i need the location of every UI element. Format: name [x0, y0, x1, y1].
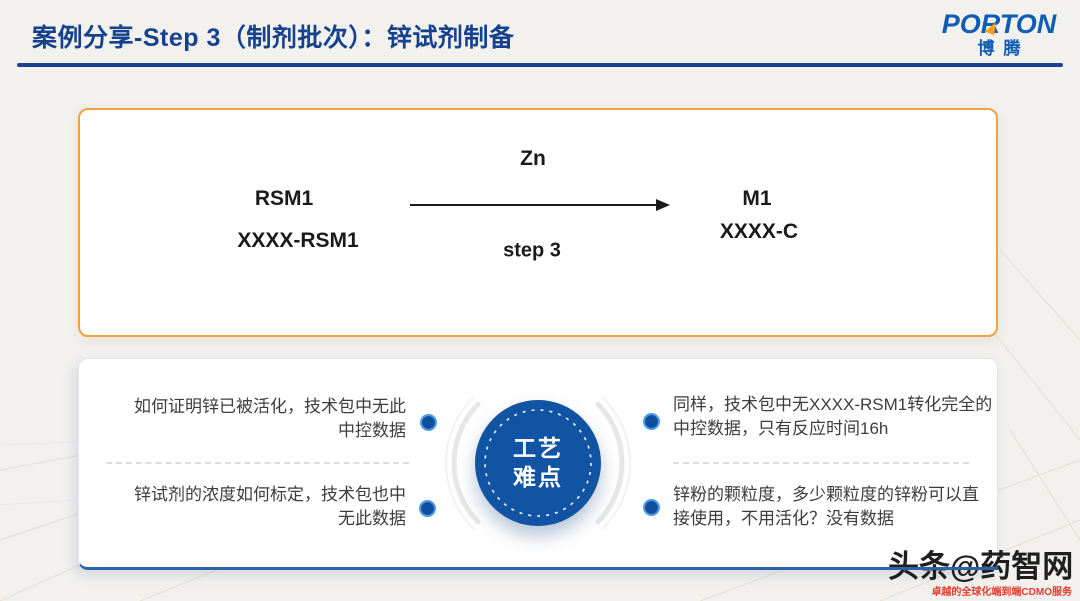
logo-chinese-text: 博腾: [977, 39, 1030, 58]
badge-dashed-ring: [484, 409, 592, 517]
reactant-code: RSM1: [254, 187, 314, 210]
product-name: XXXX-C: [719, 220, 799, 243]
process-difficulty-badge: 工艺 难点: [475, 400, 601, 526]
difficulty-item: 锌粉的颗粒度，多少颗粒度的锌粉可以直接使用，不用活化？没有数据: [673, 485, 979, 528]
difficulty-card: 如何证明锌已被活化，技术包中无此中控数据 锌试剂的浓度如何标定，技术包也中无此数…: [78, 358, 998, 570]
page-title: 案例分享-Step 3（制剂批次）：锌试剂制备: [32, 24, 515, 52]
product-code: M1: [742, 187, 772, 210]
reaction-reagent: Zn: [520, 147, 546, 170]
logo-brand-text: PORTON: [941, 9, 1057, 39]
dashed-divider: [106, 462, 409, 464]
difficulty-item: 如何证明锌已被活化，技术包中无此中控数据: [134, 397, 406, 440]
bullet-dot-icon: [419, 500, 436, 517]
bullet-dot-icon: [420, 414, 437, 431]
dashed-divider: [673, 462, 969, 464]
bullet-dot-icon: [643, 413, 660, 430]
reactant-name: XXXX-RSM1: [237, 229, 359, 252]
reaction-card: Zn RSM1 XXXX-RSM1 step 3 M1 XXXX-C: [78, 108, 998, 337]
watermark-text: 头条@药智网: [888, 549, 1074, 584]
badge-arc-decor: [445, 396, 631, 530]
reaction-arrow-icon: [410, 199, 670, 211]
title-underline: [17, 63, 1063, 67]
footer-slogan: 卓越的全球化端到端CDMO服务: [931, 587, 1072, 598]
porton-logo: PORTON 博腾: [934, 10, 1064, 60]
difficulty-item: 锌试剂的浓度如何标定，技术包也中无此数据: [134, 485, 406, 528]
bullet-dot-icon: [643, 499, 660, 516]
badge-line1: 工艺: [513, 435, 563, 461]
card-border-overlay: [830, 567, 998, 570]
badge-line2: 难点: [513, 464, 563, 490]
difficulty-item: 同样，技术包中无XXXX-RSM1转化完全的中控数据，只有反应时间16h: [673, 395, 993, 438]
reaction-step-label: step 3: [503, 239, 561, 262]
